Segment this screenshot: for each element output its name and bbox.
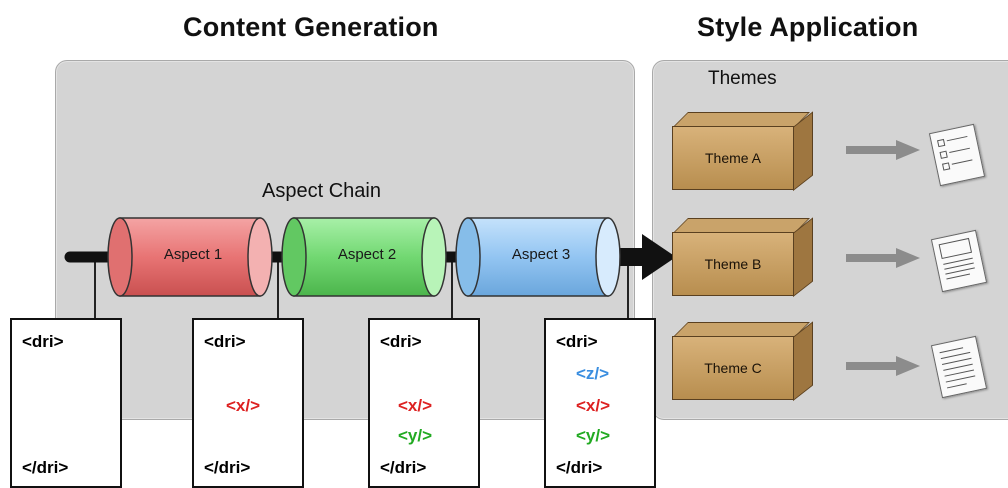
dri-open-tag: <dri> xyxy=(556,332,598,351)
theme-a-label: Theme A xyxy=(672,126,794,190)
dri-close-tag: </dri> xyxy=(204,458,251,477)
aspect-chain-label: Aspect Chain xyxy=(262,180,381,202)
aspect-2-label: Aspect 2 xyxy=(337,246,397,263)
aspect-2-cylinder xyxy=(281,217,447,297)
doc-connector-lines xyxy=(94,260,629,318)
chart-document-icon xyxy=(930,229,988,293)
chain-arrow xyxy=(618,234,676,280)
x-tag: <x/> xyxy=(226,396,261,415)
document-card-3: <dri> <x/> <y/> </dri> xyxy=(368,318,480,488)
dri-close-tag: </dri> xyxy=(556,458,603,477)
dri-close-tag: </dri> xyxy=(380,458,427,477)
x-tag: <x/> xyxy=(398,396,433,415)
dri-open-tag: <dri> xyxy=(380,332,422,351)
themes-label: Themes xyxy=(708,68,777,89)
theme-c-box: Theme C xyxy=(672,321,832,402)
theme-b-label: Theme B xyxy=(672,232,794,296)
dri-close-tag: </dri> xyxy=(22,458,69,477)
form-document-icon xyxy=(928,123,986,187)
theme-a-box: Theme A xyxy=(672,111,832,192)
aspect-3-cylinder xyxy=(455,217,621,297)
aspect-1-cylinder xyxy=(107,217,273,297)
aspect-1-label: Aspect 1 xyxy=(163,246,223,263)
content-generation-heading: Content Generation xyxy=(183,12,439,42)
x-tag: <x/> xyxy=(576,396,611,415)
document-card-1: <dri> </dri> xyxy=(10,318,122,488)
document-card-4: <dri> <z/> <x/> <y/> </dri> xyxy=(544,318,656,488)
aspect-3-label: Aspect 3 xyxy=(511,246,571,263)
y-tag: <y/> xyxy=(576,426,611,445)
text-document-icon xyxy=(930,335,988,399)
theme-c-label: Theme C xyxy=(672,336,794,400)
theme-output-arrows xyxy=(846,140,920,376)
dri-open-tag: <dri> xyxy=(204,332,246,351)
dri-open-tag: <dri> xyxy=(22,332,64,351)
z-tag: <z/> xyxy=(576,364,610,383)
theme-b-box: Theme B xyxy=(672,217,832,298)
y-tag: <y/> xyxy=(398,426,433,445)
style-application-heading: Style Application xyxy=(697,12,919,42)
document-card-2: <dri> <x/> </dri> xyxy=(192,318,304,488)
